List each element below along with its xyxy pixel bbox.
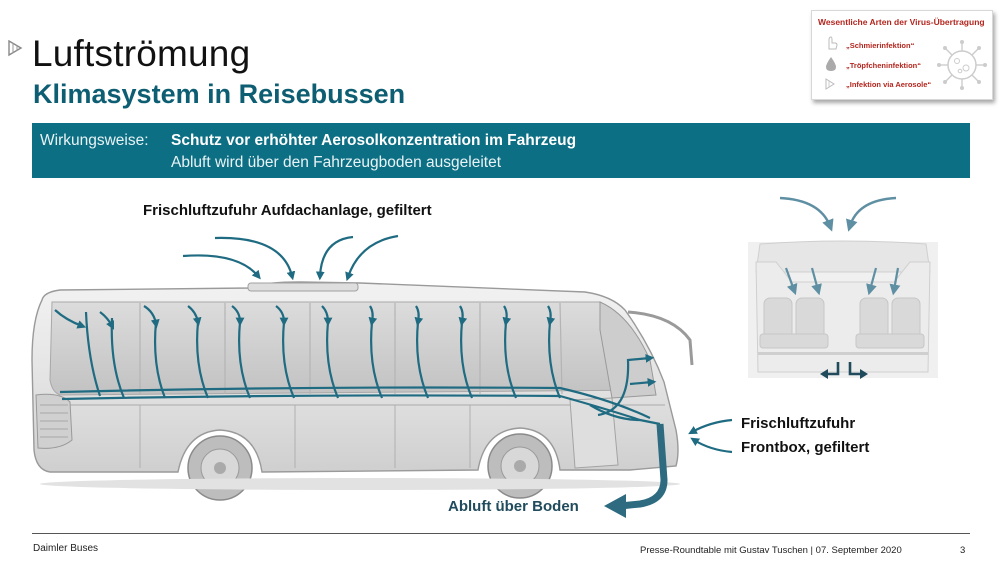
footer-event: Presse-Roundtable mit Gustav Tuschen | 0… [640, 545, 902, 556]
title-bullet-icon [8, 39, 28, 63]
page-title: Luftströmung [32, 33, 251, 74]
roof-intake-arrows [182, 234, 399, 282]
legend-item-aerosol: „Infektion via Aerosole“ [846, 80, 932, 89]
page-number: 3 [960, 545, 966, 556]
front-intake-arrows [688, 418, 733, 454]
virus-icon [936, 37, 988, 98]
cross-section-floor-arrows [826, 362, 862, 376]
floor-exhaust-label: Abluft über Boden [448, 498, 579, 515]
cross-section-distribution-arrows [784, 267, 901, 296]
roof-intake-label: Frischluftzufuhr Aufdachanlage, gefilter… [143, 202, 432, 219]
legend-title: Wesentliche Arten der Virus-Übertragung [818, 17, 985, 27]
aerosol-icon [824, 77, 838, 96]
effect-banner: Wirkungsweise: Schutz vor erhöhter Aeros… [32, 123, 970, 178]
front-intake-label-line1: Frischluftzufuhr [741, 415, 856, 432]
cabin-cross-section-illustration [748, 240, 938, 378]
page-subtitle: Klimasystem in Reisebussen [33, 79, 406, 109]
banner-label: Wirkungsweise: [40, 132, 149, 149]
droplet-icon [824, 56, 838, 77]
footer-divider [32, 533, 970, 534]
front-intake-label-line2: Frontbox, gefiltert [741, 439, 870, 456]
cabin-airflow-arrows [54, 305, 661, 426]
floor-exhaust-arrow [604, 423, 668, 518]
coach-bus-illustration [31, 281, 694, 501]
banner-line-2: Abluft wird über den Fahrzeugboden ausge… [171, 154, 502, 171]
legend-item-droplet: „Tröpfcheninfektion“ [846, 61, 921, 70]
footer-company: Daimler Buses [33, 543, 99, 554]
cross-section-intake-arrows [779, 196, 897, 232]
hand-icon [824, 34, 838, 55]
legend-item-smear: „Schmierinfektion“ [846, 41, 915, 50]
transmission-legend: Wesentliche Arten der Virus-Übertragung … [811, 10, 993, 100]
banner-line-1: Schutz vor erhöhter Aerosolkonzentration… [171, 132, 577, 149]
